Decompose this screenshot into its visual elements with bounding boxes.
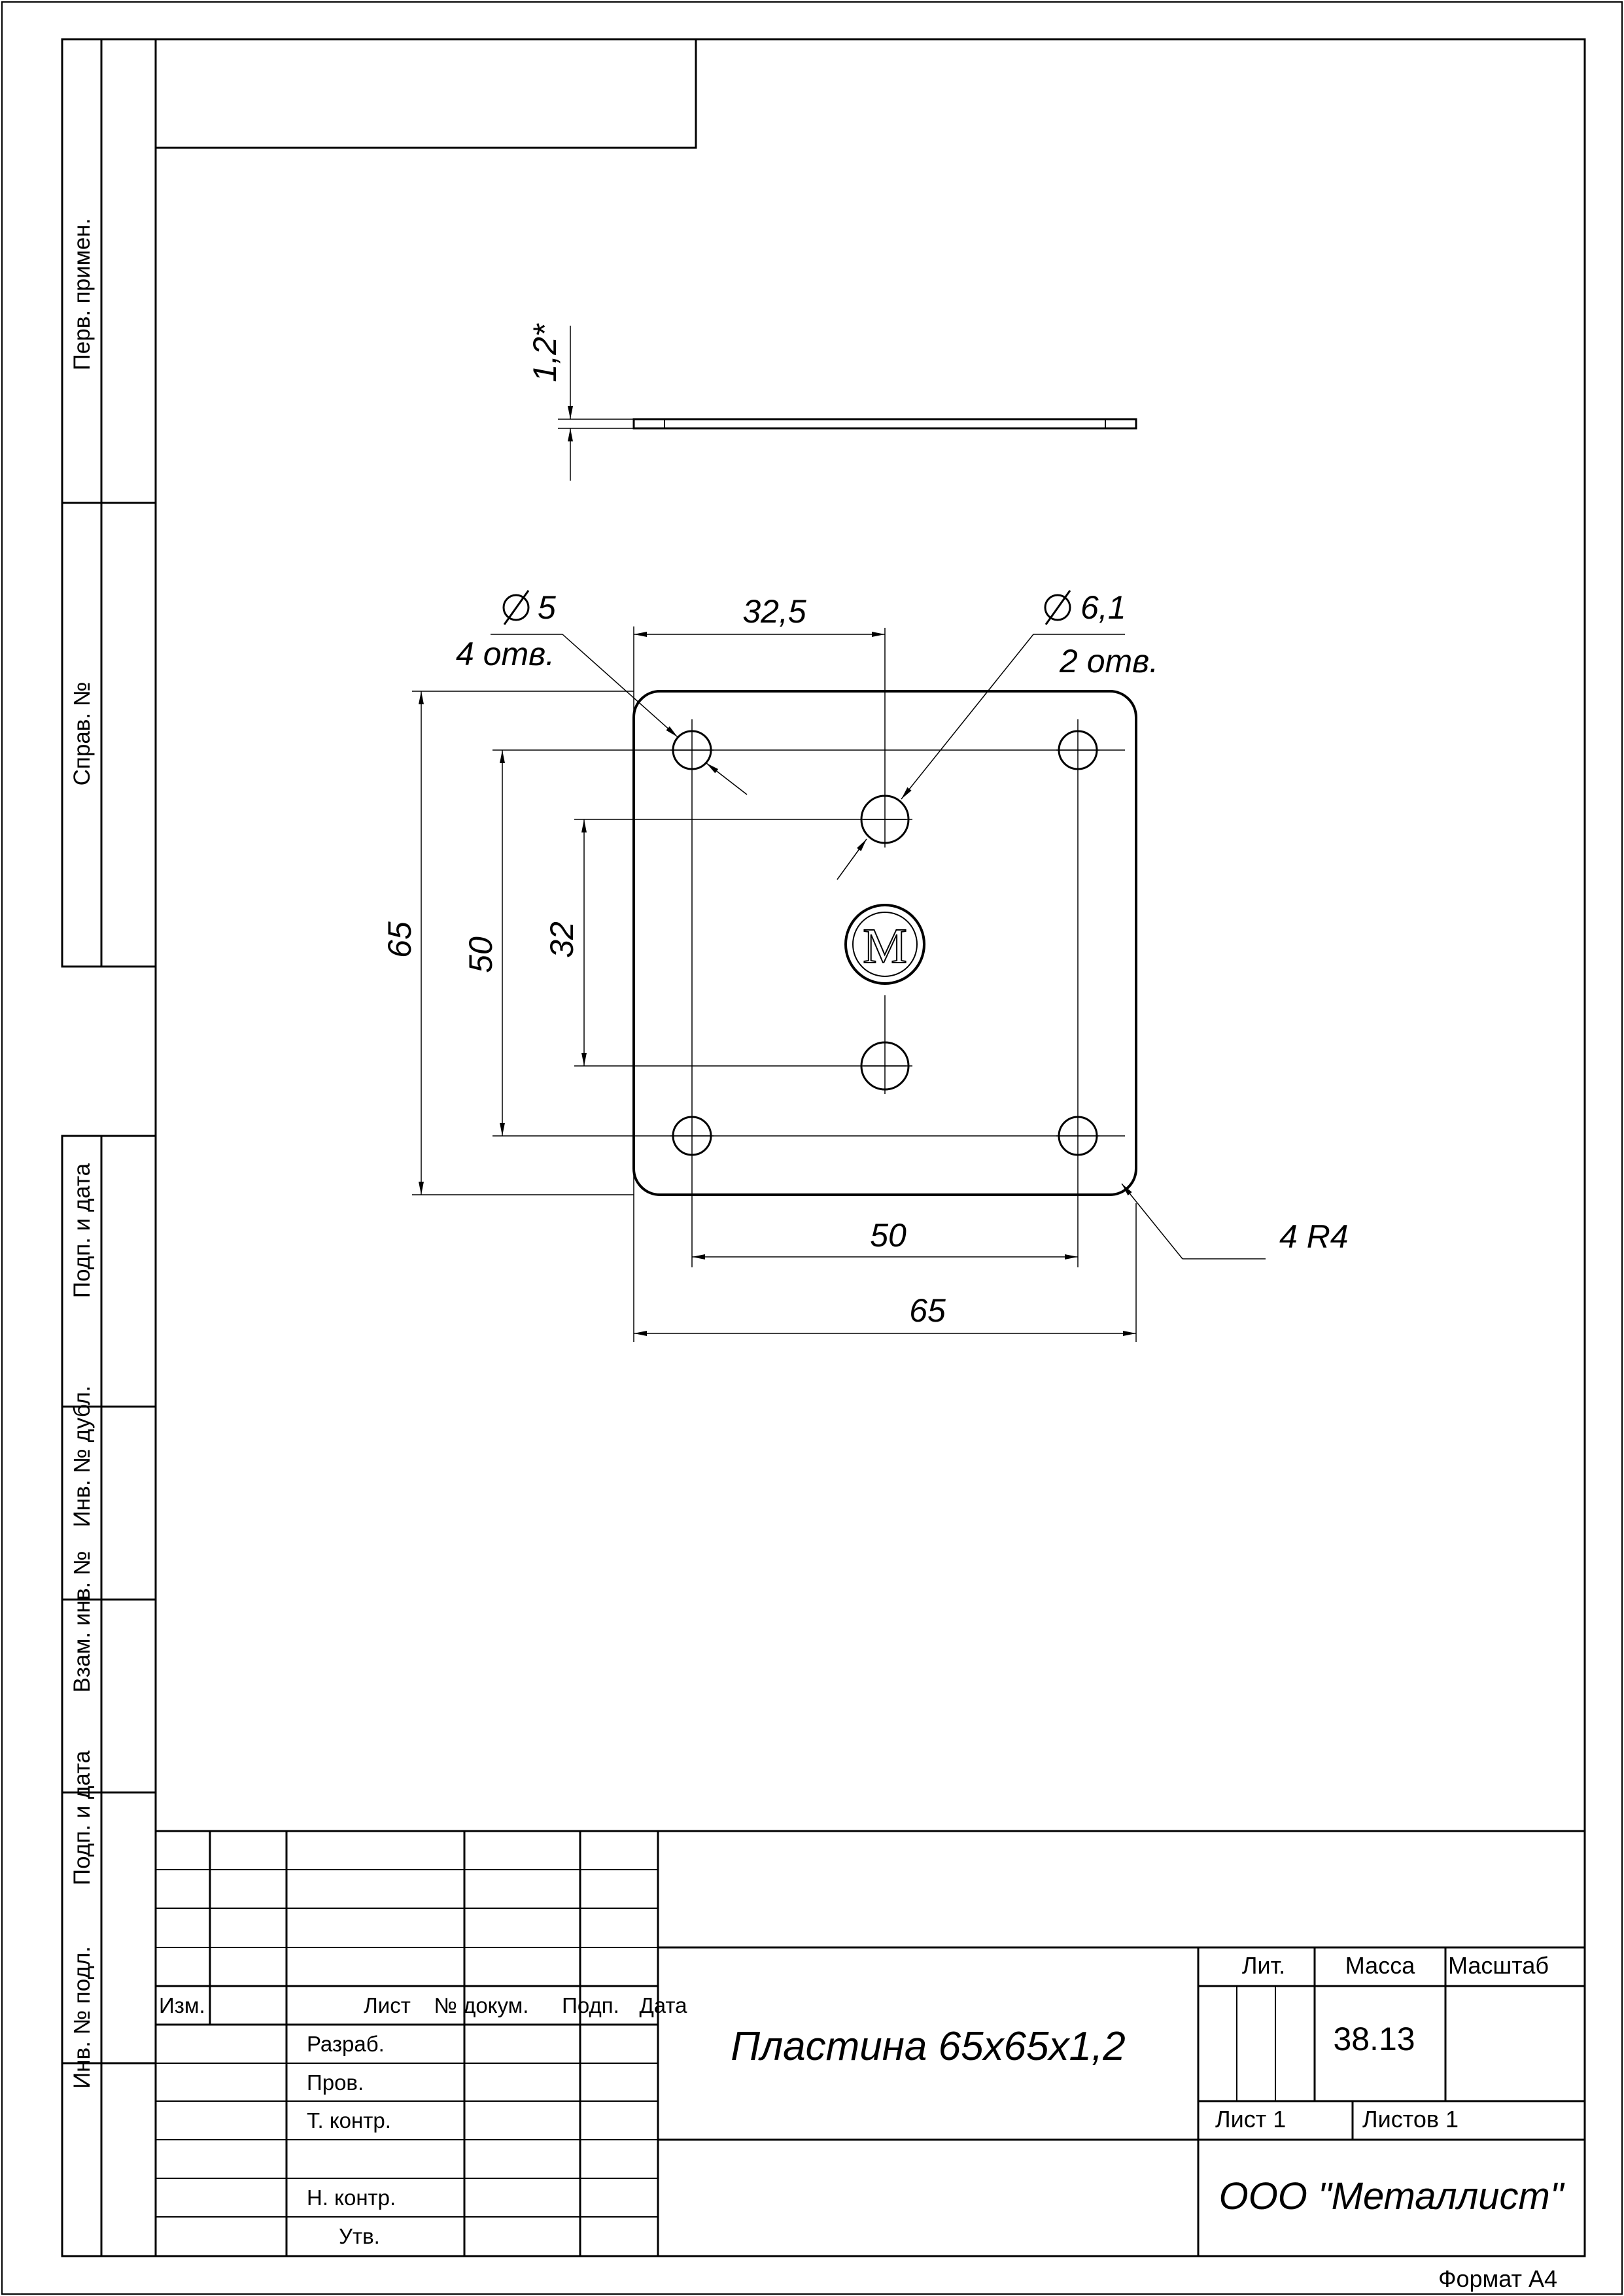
plan-view: [412, 626, 1266, 1342]
leader-small-hole: [562, 634, 678, 738]
label-inv-podl: Инв. № подл.: [69, 1946, 95, 2089]
height-holes-dimension: 50: [462, 936, 499, 973]
thickness-dimension: 1,2*: [527, 323, 563, 383]
leader-large-hole: [901, 634, 1034, 800]
hole-large-bottom: [860, 1041, 910, 1091]
hole-small-bottom-left: [672, 1116, 712, 1156]
role-t-kontr: Т. контр.: [307, 2108, 391, 2133]
width-holes-dimension: 50: [870, 1217, 907, 1254]
small-hole-quantity: 4 отв.: [456, 636, 555, 672]
leader-corner-radius: [1121, 1183, 1183, 1259]
left-margin-strip: [61, 38, 157, 2257]
height-center-dimension: 32: [544, 921, 580, 958]
header-list: Лист: [364, 1993, 411, 2017]
sheet-label: Лист 1: [1215, 2106, 1286, 2133]
hole-small-top-right: [1058, 730, 1098, 770]
top-left-designation-box: [154, 38, 697, 149]
label-sprav: Справ. №: [69, 682, 95, 786]
side-view: [558, 326, 1137, 481]
logo-inner-ring: [852, 912, 918, 977]
label-podp-data-2: Подп. и дата: [69, 1750, 95, 1885]
label-perv-primen: Перв. примен.: [69, 218, 95, 371]
hole-small-top-left: [672, 730, 712, 770]
masshtab-label: Масштаб: [1448, 1952, 1549, 1979]
label-vzam-inv: Взам. инв. №: [69, 1551, 95, 1693]
header-podp: Подп.: [562, 1993, 619, 2017]
logo-letter: М: [863, 919, 907, 974]
part-designation: Пластина 65х65х1,2: [731, 2024, 1125, 2069]
drawing-frame: [154, 38, 1586, 2257]
small-hole-diameter: 5: [538, 589, 556, 626]
header-data: Дата: [639, 1993, 687, 2017]
large-hole-quantity: 2 отв.: [1059, 643, 1158, 679]
large-hole-diameter: 6,1: [1080, 589, 1126, 626]
format-label: Формат А4: [1438, 2265, 1557, 2292]
corner-radius-dimension: 4 R4: [1279, 1218, 1349, 1255]
role-prov: Пров.: [307, 2070, 364, 2095]
left-margin-labels: Перв. примен. Справ. № Подп. и дата Инв.…: [69, 218, 95, 2089]
width-overall-dimension: 65: [909, 1292, 946, 1329]
diameter-icon: [1044, 590, 1071, 625]
label-inv-dubl: Инв. № дубл.: [69, 1386, 95, 1528]
label-podp-data-1: Подп. и дата: [69, 1163, 95, 1298]
header-n-dokum: № докум.: [434, 1993, 529, 2017]
hole-large-top: [860, 795, 910, 844]
role-n-kontr: Н. контр.: [307, 2185, 396, 2210]
top-offset-dimension: 32,5: [742, 593, 806, 630]
role-razrab: Разраб.: [307, 2032, 385, 2056]
header-izm: Изм.: [159, 1993, 205, 2017]
massa-value: 38.13: [1333, 2021, 1415, 2057]
diameter-icon: [502, 590, 530, 625]
company-name: ООО "Металлист": [1219, 2175, 1565, 2218]
plate-edge-view: [632, 418, 1137, 430]
lit-label: Лит.: [1242, 1952, 1285, 1979]
title-block: [154, 1830, 1586, 2257]
logo-outer-ring: [844, 904, 925, 985]
role-utv: Утв.: [339, 2224, 380, 2248]
hole-small-bottom-right: [1058, 1116, 1098, 1156]
sheets-label: Листов 1: [1362, 2106, 1459, 2133]
massa-label: Масса: [1345, 1952, 1415, 1979]
height-overall-dimension: 65: [381, 921, 418, 958]
